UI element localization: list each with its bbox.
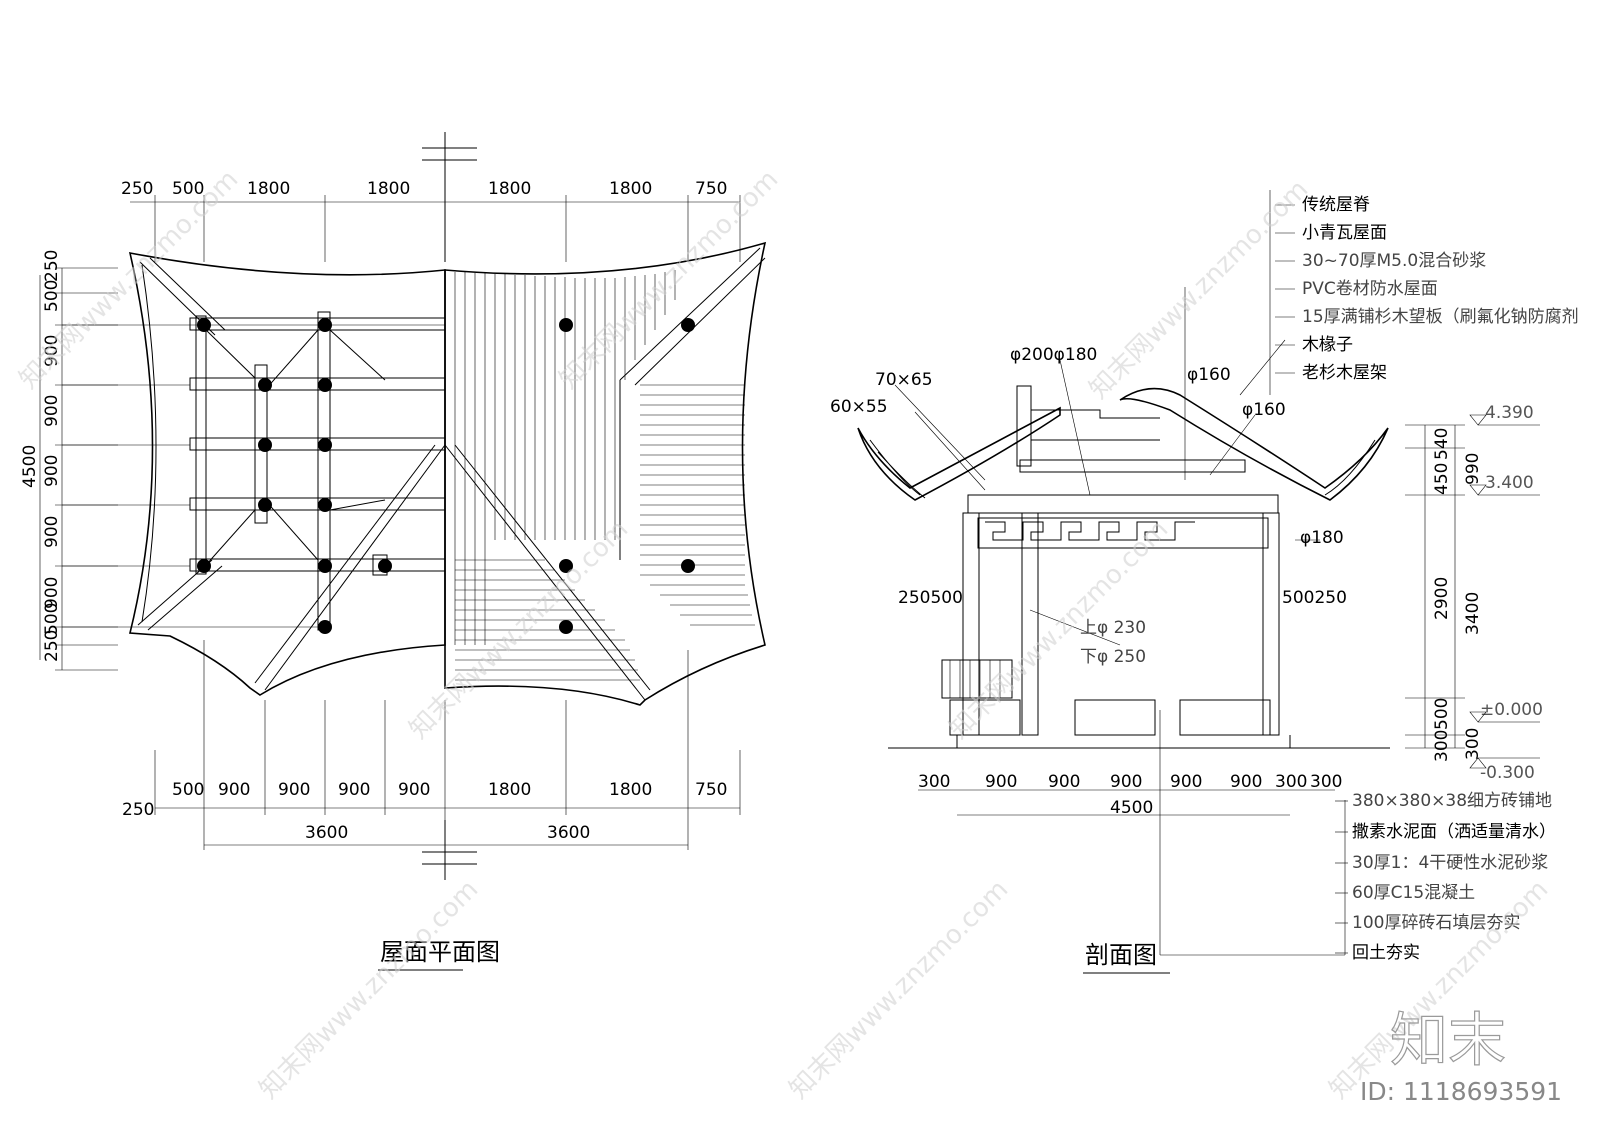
dim-text: 900 xyxy=(985,772,1017,792)
floor-notes: 380×380×38细方砖铺地 撒素水泥面（洒适量清水） 30厚1：4干硬性水泥… xyxy=(1352,791,1556,963)
dim-text: 900 xyxy=(1230,772,1262,792)
image-id: ID: 1118693591 xyxy=(1360,1077,1562,1106)
dim-text: 3600 xyxy=(305,823,348,843)
columns xyxy=(197,318,695,634)
dim-text: 990 xyxy=(1463,453,1483,485)
roof-note: 传统屋脊 xyxy=(1302,195,1370,215)
tile-hatching xyxy=(454,270,755,681)
column-label: 下φ 250 xyxy=(1080,647,1146,667)
dim-text: 4500 xyxy=(1110,798,1153,818)
dim-text: 300 xyxy=(918,772,950,792)
dim-text: 3600 xyxy=(547,823,590,843)
dim-text: 1800 xyxy=(247,179,290,199)
dim-text: 4500 xyxy=(20,445,40,488)
dim-text: 900 xyxy=(398,780,430,800)
watermark: 知末网www.znzmo.com 知末网www.znzmo.com 知末网www… xyxy=(14,164,1555,1105)
member-label: φ160 xyxy=(1187,365,1231,385)
dim-text: 900 xyxy=(1170,772,1202,792)
watermark-text: 知末网www.znzmo.com xyxy=(784,874,1015,1105)
dim-text: 250 xyxy=(121,179,153,199)
roof-notes: 传统屋脊 小青瓦屋面 30~70厚M5.0混合砂浆 PVC卷材防水屋面 15厚满… xyxy=(1302,195,1579,383)
dim-text: 540 xyxy=(1432,428,1452,460)
dim-text: 500 xyxy=(1432,698,1452,730)
dim-text: 250500 xyxy=(898,588,963,608)
dim-text: 300 xyxy=(1463,728,1483,760)
dim-text: 250 xyxy=(42,250,62,282)
floor-note: 60厚C15混凝土 xyxy=(1352,883,1475,903)
roof-frame xyxy=(189,311,446,631)
dim-text: 900 xyxy=(42,516,62,548)
dim-text: 500 xyxy=(42,280,62,312)
member-label: φ180 xyxy=(1300,528,1344,548)
dim-text: 750 xyxy=(695,179,727,199)
section-right-dims: 540 450 990 2900 3400 500 300 300 xyxy=(1432,428,1483,762)
dim-text: 900 xyxy=(1110,772,1142,792)
roof-note: 30~70厚M5.0混合砂浆 xyxy=(1302,251,1486,271)
level-text: ±0.000 xyxy=(1480,700,1543,720)
dim-text: 500 xyxy=(42,603,62,635)
dim-text: 900 xyxy=(278,780,310,800)
section-bottom-dims: 300 900 900 900 900 900 300 300 4500 xyxy=(918,772,1342,818)
brand-logo: 知末 xyxy=(1390,1006,1506,1074)
level-marks: 4.390 3.400 ±0.000 -0.300 xyxy=(1469,403,1543,783)
dim-text: 250 xyxy=(122,800,154,820)
member-label: 60×55 xyxy=(830,397,888,417)
level-text: 3.400 xyxy=(1485,473,1534,493)
roof-note: 木椽子 xyxy=(1302,335,1353,355)
dim-text: 900 xyxy=(42,395,62,427)
plan-title: 屋面平面图 xyxy=(380,938,500,966)
section-labels: 60×55 70×65 φ200φ180 φ160 φ160 φ180 上φ 2… xyxy=(830,345,1347,667)
floor-note: 30厚1：4干硬性水泥砂浆 xyxy=(1352,853,1548,873)
section-title: 剖面图 xyxy=(1085,941,1157,969)
member-label: φ200φ180 xyxy=(1010,345,1097,365)
floor-note: 380×380×38细方砖铺地 xyxy=(1352,791,1552,811)
dim-text: 1800 xyxy=(609,780,652,800)
dim-text: 3400 xyxy=(1463,592,1483,635)
dim-text: 1800 xyxy=(488,179,531,199)
level-text: 4.390 xyxy=(1485,403,1534,423)
dim-text: 900 xyxy=(42,455,62,487)
dim-text: 500 xyxy=(172,179,204,199)
plan-bottom-dims: 250 500 900 900 900 900 1800 1800 750 36… xyxy=(122,780,727,843)
roof-note: 小青瓦屋面 xyxy=(1302,223,1387,243)
floor-note: 回土夯实 xyxy=(1352,943,1420,963)
roof-plan xyxy=(39,132,767,880)
roof-note: PVC卷材防水屋面 xyxy=(1302,279,1438,299)
dim-text: 1800 xyxy=(609,179,652,199)
section-drawing xyxy=(857,190,1465,956)
floor-note: 撒素水泥面（洒适量清水） xyxy=(1352,822,1556,842)
roof-note: 老杉木屋架 xyxy=(1302,363,1387,383)
plan-top-dims: 250 500 1800 1800 1800 1800 750 xyxy=(121,179,727,199)
dim-text: 300 xyxy=(1310,772,1342,792)
dim-text: 250 xyxy=(42,630,62,662)
dim-text: 900 xyxy=(42,577,62,609)
floor-note: 100厚碎砖石填层夯实 xyxy=(1352,913,1520,933)
dim-text: 2900 xyxy=(1432,577,1452,620)
dim-text: 900 xyxy=(1048,772,1080,792)
dim-text: 900 xyxy=(218,780,250,800)
dim-text: 450 xyxy=(1432,463,1452,495)
dim-text: 900 xyxy=(42,335,62,367)
dim-text: 900 xyxy=(338,780,370,800)
watermark-text: 知末网www.znzmo.com xyxy=(554,164,785,395)
member-label: φ160 xyxy=(1242,400,1286,420)
plan-left-dims: 250 500 900 900 900 900 900 250 500 4500 xyxy=(20,250,62,662)
dim-text: 750 xyxy=(695,780,727,800)
roof-note: 15厚满铺杉木望板（刷氟化钠防腐剂 xyxy=(1302,307,1579,327)
dim-text: 300 xyxy=(1275,772,1307,792)
dim-text: 1800 xyxy=(367,179,410,199)
column-label: 上φ 230 xyxy=(1080,618,1146,638)
dim-text: 300 xyxy=(1432,730,1452,762)
level-text: -0.300 xyxy=(1480,763,1535,783)
dim-text: 1800 xyxy=(488,780,531,800)
dim-text: 500250 xyxy=(1282,588,1347,608)
watermark-text: 知末网www.znzmo.com xyxy=(404,514,635,745)
watermark-text: 知末网www.znzmo.com xyxy=(254,874,485,1105)
member-label: 70×65 xyxy=(875,370,933,390)
dim-text: 500 xyxy=(172,780,204,800)
